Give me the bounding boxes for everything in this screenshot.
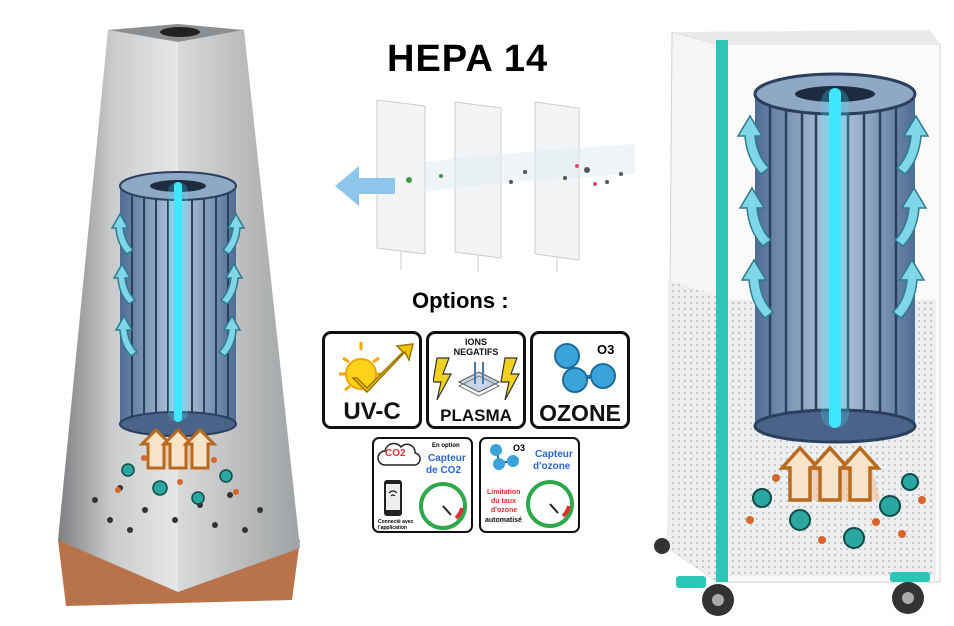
left-purifier-illustration [58, 24, 300, 606]
ozone-sensor-title-line2: d'ozone [533, 461, 571, 472]
co2-title-line1: Capteur [428, 453, 466, 464]
page-title: HEPA 14 [387, 38, 549, 80]
options-heading: Options : [412, 288, 509, 313]
right-purifier-illustration [654, 30, 941, 616]
plasma-negatifs-label: NEGATIFS [453, 347, 499, 357]
ozone-limit-line3: d'ozone [491, 507, 518, 514]
ozone-auto-label: automatisé [485, 517, 522, 524]
ozone-formula: O3 [597, 342, 615, 357]
clean-air-arrow-icon [335, 166, 395, 206]
hepa-filter-layers-illustration [335, 99, 635, 272]
ozone-option-card: O3 OZONE [530, 331, 630, 429]
sun-icon [339, 342, 414, 394]
co2-title-line2: de CO2 [426, 465, 462, 476]
plasma-option-card: IONS NEGATIFS PLASMA [426, 331, 526, 429]
plasma-label: PLASMA [440, 406, 512, 425]
co2-phone-caption-line1: Connecté avec [378, 519, 414, 525]
co2-sensor-card: CO2 En option Capteur de CO2 Connecté av… [372, 437, 473, 533]
small-molecule-icon [490, 444, 519, 470]
co2-cloud-icon [377, 442, 421, 466]
co2-option-note: En option [432, 443, 460, 449]
ozone-sensor-title-line1: Capteur [535, 449, 573, 460]
ozone-limit-line2: du taux [491, 498, 516, 505]
phone-icon [384, 480, 402, 516]
lightning-icon [433, 357, 521, 401]
ozone-sensor-card: O3 Capteur d'ozone Limitation du taux d'… [479, 437, 580, 533]
uvc-option-card: UV-C [322, 331, 422, 429]
molecule-icon [554, 343, 616, 393]
gauge-icon [419, 482, 467, 530]
co2-badge: CO2 [385, 448, 406, 459]
ozone-limit-line1: Limitation [487, 489, 521, 496]
uvc-label: UV-C [343, 398, 401, 425]
co2-phone-caption-line2: l'application [378, 525, 407, 531]
ozone-sensor-formula: O3 [513, 443, 526, 453]
ozone-label: OZONE [539, 400, 621, 426]
plasma-ions-label: IONS [464, 337, 487, 347]
gauge-icon [526, 480, 574, 528]
